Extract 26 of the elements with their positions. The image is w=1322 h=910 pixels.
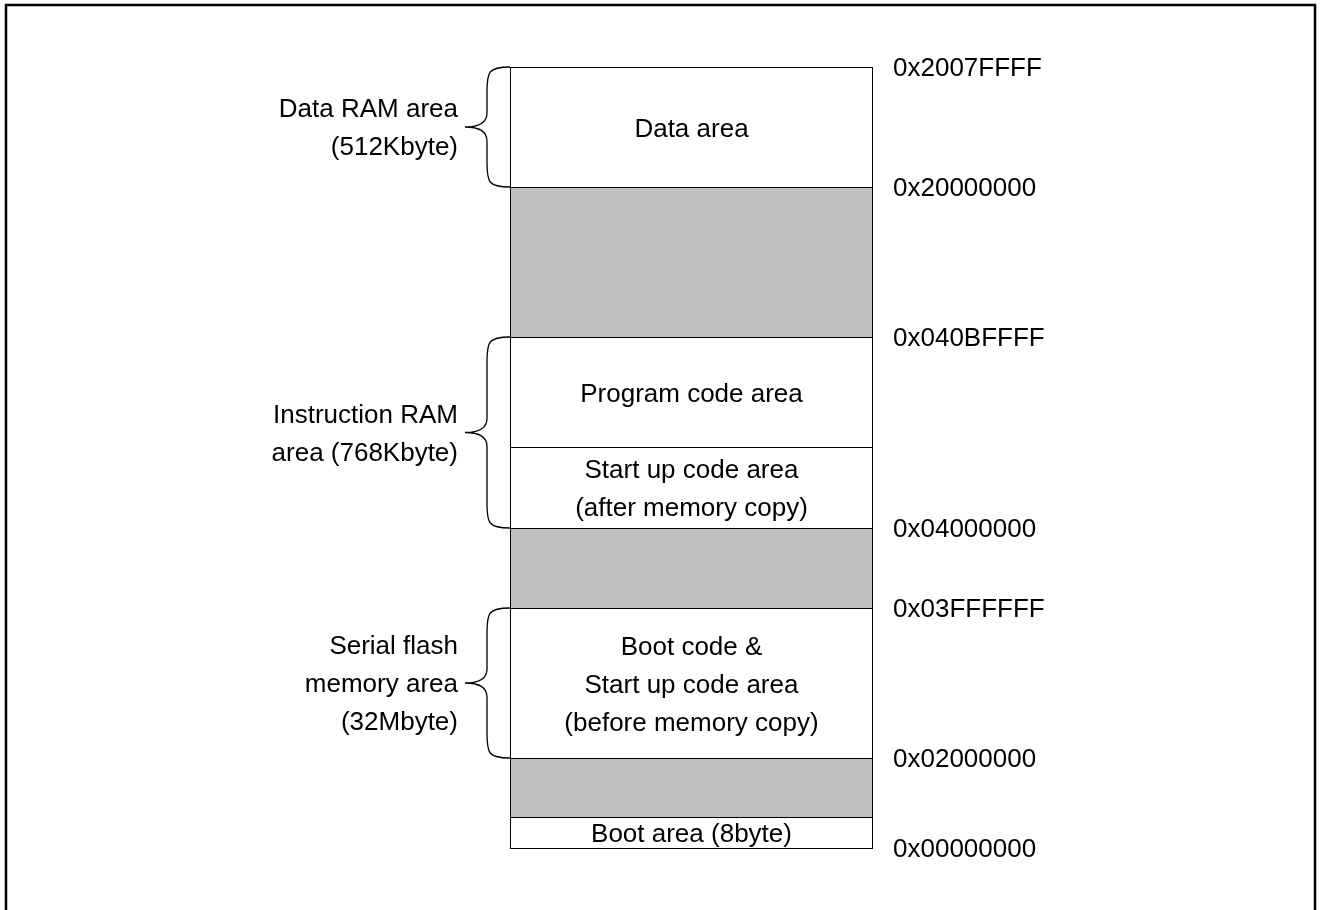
region-label: Serial flash memory area (32Mbyte)	[303, 629, 458, 738]
memory-region	[510, 67, 873, 189]
memory-region	[510, 337, 873, 449]
address-label: 0x03FFFFFF	[893, 592, 1045, 625]
memory-region	[510, 817, 873, 850]
reserved-region	[510, 528, 873, 610]
memory-region	[510, 608, 873, 760]
region-text: Data area	[634, 111, 749, 145]
region-text: Start up code area	[584, 453, 799, 487]
region-text: (after memory copy)	[575, 491, 808, 525]
memory-region	[510, 447, 873, 530]
address-label: 0x00000000	[893, 832, 1037, 865]
address-label: 0x02000000	[893, 742, 1037, 775]
reserved-region	[510, 758, 873, 819]
region-label: Data RAM area (512Kbyte)	[277, 92, 458, 163]
region-text: Boot area (8byte)	[591, 819, 792, 848]
address-label: 0x20000000	[893, 171, 1037, 204]
reserved-region	[510, 187, 873, 339]
region-text: (before memory copy)	[564, 705, 819, 739]
address-label: 0x04000000	[893, 512, 1037, 545]
address-label: 0x040BFFFF	[893, 321, 1045, 354]
address-label: 0x2007FFFF	[893, 51, 1042, 84]
region-label: Instruction RAM area (768Kbyte)	[270, 398, 458, 469]
region-text: Boot code &	[620, 629, 763, 663]
region-text: Start up code area	[584, 667, 799, 701]
region-text: Program code area	[580, 376, 803, 410]
